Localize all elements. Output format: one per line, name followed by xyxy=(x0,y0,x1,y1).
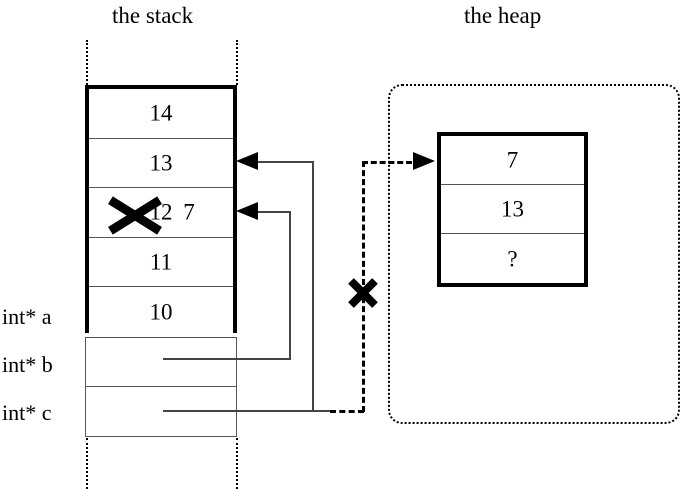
pointer-c-segment-start xyxy=(163,410,335,412)
stack-dotted-top-right xyxy=(236,40,238,85)
stack-cell: 10 xyxy=(89,287,233,337)
pointer-b-segment-start xyxy=(163,358,291,360)
variable-label-b: int* b xyxy=(2,352,53,377)
crossout-x-icon-dangling xyxy=(346,272,380,308)
stack-pointer-cells xyxy=(85,337,237,437)
stack-dotted-bottom-right xyxy=(236,438,238,489)
pointer-c-segment-vertical xyxy=(312,161,314,412)
dangling-pointer-segment-start xyxy=(330,410,364,413)
dangling-pointer-arrowhead xyxy=(413,152,435,170)
dangling-pointer-segment-vertical xyxy=(362,161,365,412)
heap-region xyxy=(388,84,680,424)
variable-label-a: int* a xyxy=(2,304,52,329)
stack-cell: 14 xyxy=(89,89,233,139)
heap-title: the heap xyxy=(464,3,542,28)
stack-dotted-top-left xyxy=(86,40,88,85)
stack-cell-value: 14 xyxy=(149,100,173,126)
heap-cell-value: 13 xyxy=(501,196,524,222)
heap-cell-value: 7 xyxy=(506,147,519,173)
heap-cell: 13 xyxy=(441,185,584,234)
stack-cell-value: 11 xyxy=(149,249,173,275)
heap-block: 7 13 ? xyxy=(437,132,588,287)
dangling-pointer-segment-end xyxy=(362,161,412,164)
stack-cell-old-value: 12 xyxy=(149,199,173,225)
stack-cell: 11 xyxy=(89,237,233,288)
pointer-b-segment-vertical xyxy=(289,211,291,360)
stack-cell-modified: 12 7 xyxy=(89,188,233,238)
heap-cell-value: ? xyxy=(507,246,518,271)
stack-cell-value: 10 xyxy=(149,299,173,325)
crossout-x-icon xyxy=(106,192,164,235)
stack-cell-value: 13 xyxy=(149,150,173,176)
pointer-b-segment-end xyxy=(256,211,290,213)
stack-cell-value: 7 xyxy=(183,199,195,225)
stack-dotted-bottom-left xyxy=(86,438,88,489)
stack-cell-b xyxy=(86,338,236,387)
heap-cell: ? xyxy=(441,234,584,283)
stack-title: the stack xyxy=(112,3,194,28)
stack-cell: 13 xyxy=(89,138,233,189)
variable-label-c: int* c xyxy=(2,400,52,425)
pointer-b-arrowhead xyxy=(236,202,258,220)
pointer-c-segment-end xyxy=(256,161,313,163)
stack-frame-box: 14 13 12 7 11 10 xyxy=(85,85,237,337)
heap-cell: 7 xyxy=(441,136,584,185)
pointer-c-arrowhead xyxy=(236,152,258,170)
